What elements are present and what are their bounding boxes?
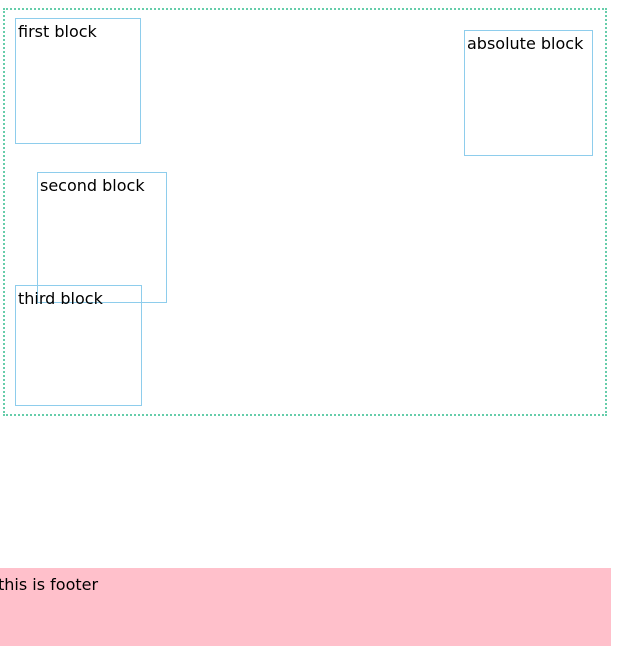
second-block: second block [37, 172, 167, 303]
first-block: first block [15, 18, 141, 144]
third-block-label: third block [18, 289, 103, 308]
absolute-block-label: absolute block [467, 34, 584, 53]
second-block-label: second block [40, 176, 145, 195]
dotted-container: first block second block third block abs… [3, 8, 607, 416]
third-block: third block [15, 285, 142, 406]
page-footer: this is footer [0, 568, 611, 646]
first-block-label: first block [18, 22, 97, 41]
footer-text: this is footer [0, 575, 99, 594]
absolute-block: absolute block [464, 30, 593, 156]
